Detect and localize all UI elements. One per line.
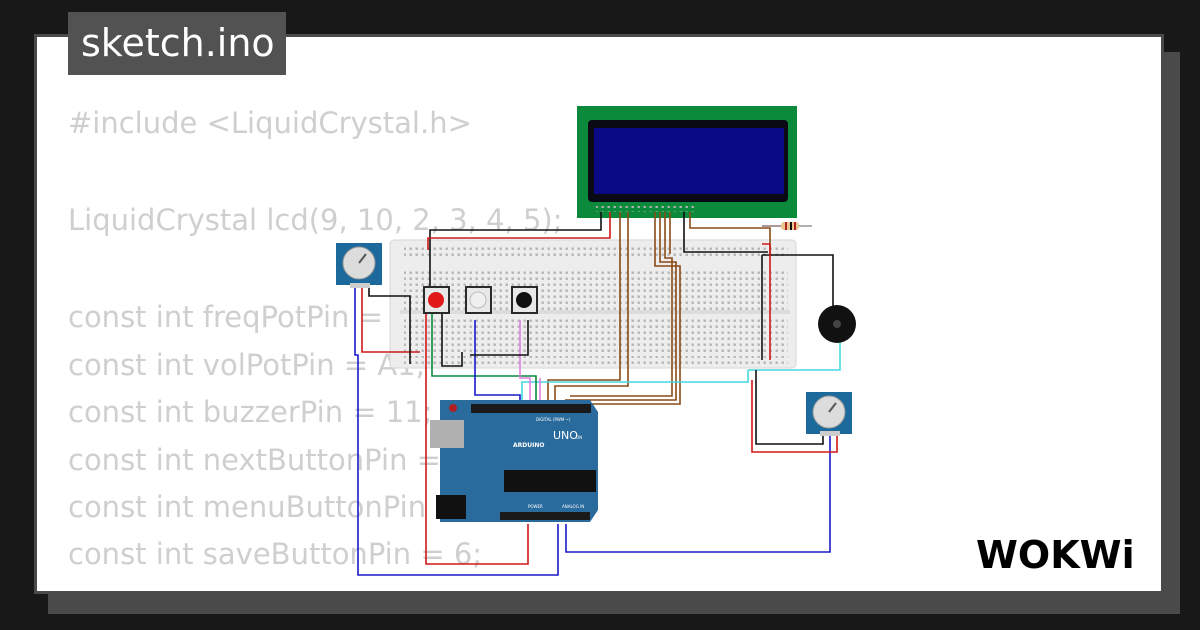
code-line: const int buzzerPin = 11; [68, 395, 433, 429]
breadboard [389, 239, 797, 369]
code-line: #include <LiquidCrystal.h> [68, 106, 472, 140]
wokwi-logo-text: WOKWi [976, 533, 1135, 577]
potentiometer-icon[interactable] [336, 243, 382, 288]
buzzer-icon [818, 305, 856, 343]
arduino-uno [430, 400, 598, 522]
push-button-white[interactable] [465, 286, 492, 314]
arduino-analog-label: ANALOG IN [562, 504, 584, 509]
arduino-power-label: POWER [528, 504, 543, 509]
wires [354, 212, 841, 576]
code-line: LiquidCrystal lcd(9, 10, 2, 3, 4, 5); [68, 203, 563, 237]
resistor-icon [762, 222, 812, 230]
arduino-brand: ARDUINO [513, 442, 544, 449]
code-line: const int menuButtonPin = 8; [68, 490, 498, 524]
arduino-on-label: ON [576, 435, 582, 440]
arduino-digital-label: DIGITAL (PWM ~) [536, 417, 571, 422]
code-line: const int volPotPin = A1; [68, 348, 426, 382]
arduino-model: UNO [553, 429, 578, 442]
potentiometer-icon[interactable] [806, 392, 852, 436]
push-button-black[interactable] [511, 286, 538, 314]
code-line: const int saveButtonPin = 6; [68, 537, 483, 571]
push-button-red[interactable] [423, 286, 450, 314]
wokwi-logo: WOKWi [976, 533, 1135, 577]
file-tab[interactable]: sketch.ino [68, 12, 286, 75]
lcd-display [577, 106, 797, 218]
